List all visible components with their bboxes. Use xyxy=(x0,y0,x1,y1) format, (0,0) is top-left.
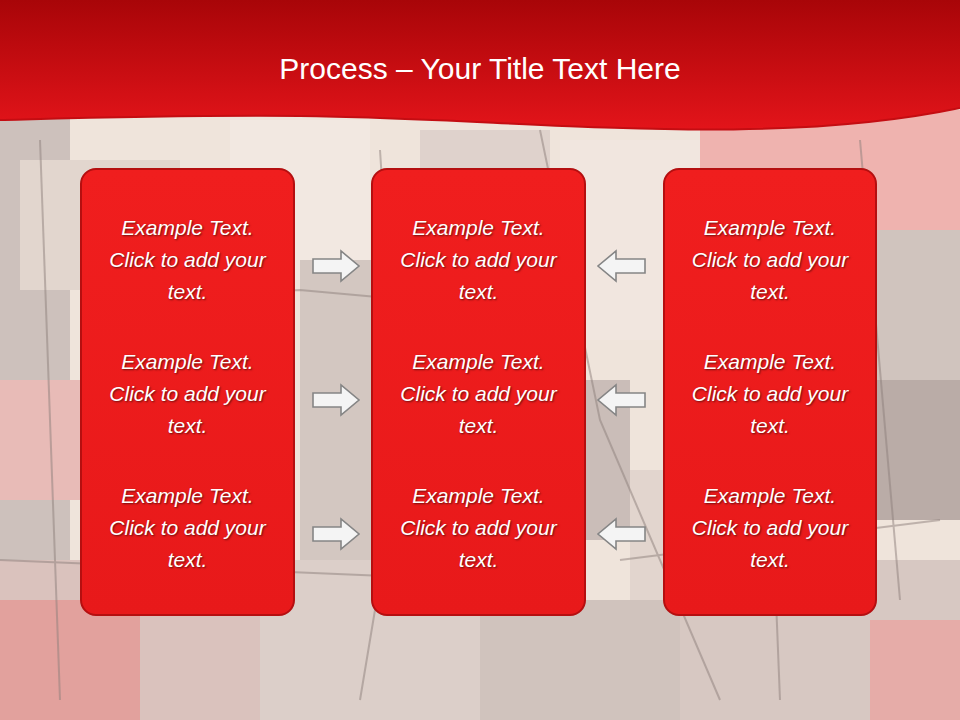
block-arrow xyxy=(598,519,645,549)
box-text: Example Text. Click to add your text. xyxy=(685,480,855,576)
process-box: Example Text. Click to add your text. Exa… xyxy=(80,168,295,616)
block-arrow xyxy=(598,251,645,281)
box-text: Example Text. Click to add your text. xyxy=(394,346,564,442)
box-text: Example Text. Click to add your text. xyxy=(103,212,273,308)
box-text: Example Text. Click to add your text. xyxy=(103,346,273,442)
box-text: Example Text. Click to add your text. xyxy=(103,480,273,576)
process-box: Example Text. Click to add your text. Exa… xyxy=(663,168,877,616)
block-arrow xyxy=(313,251,359,281)
block-arrow xyxy=(313,385,359,415)
box-text: Example Text. Click to add your text. xyxy=(394,212,564,308)
slide-title: Process – Your Title Text Here xyxy=(0,52,960,86)
process-box: Example Text. Click to add your text. Exa… xyxy=(371,168,586,616)
block-arrow xyxy=(598,385,645,415)
box-text: Example Text. Click to add your text. xyxy=(394,480,564,576)
box-text: Example Text. Click to add your text. xyxy=(685,212,855,308)
box-text: Example Text. Click to add your text. xyxy=(685,346,855,442)
block-arrow xyxy=(313,519,359,549)
